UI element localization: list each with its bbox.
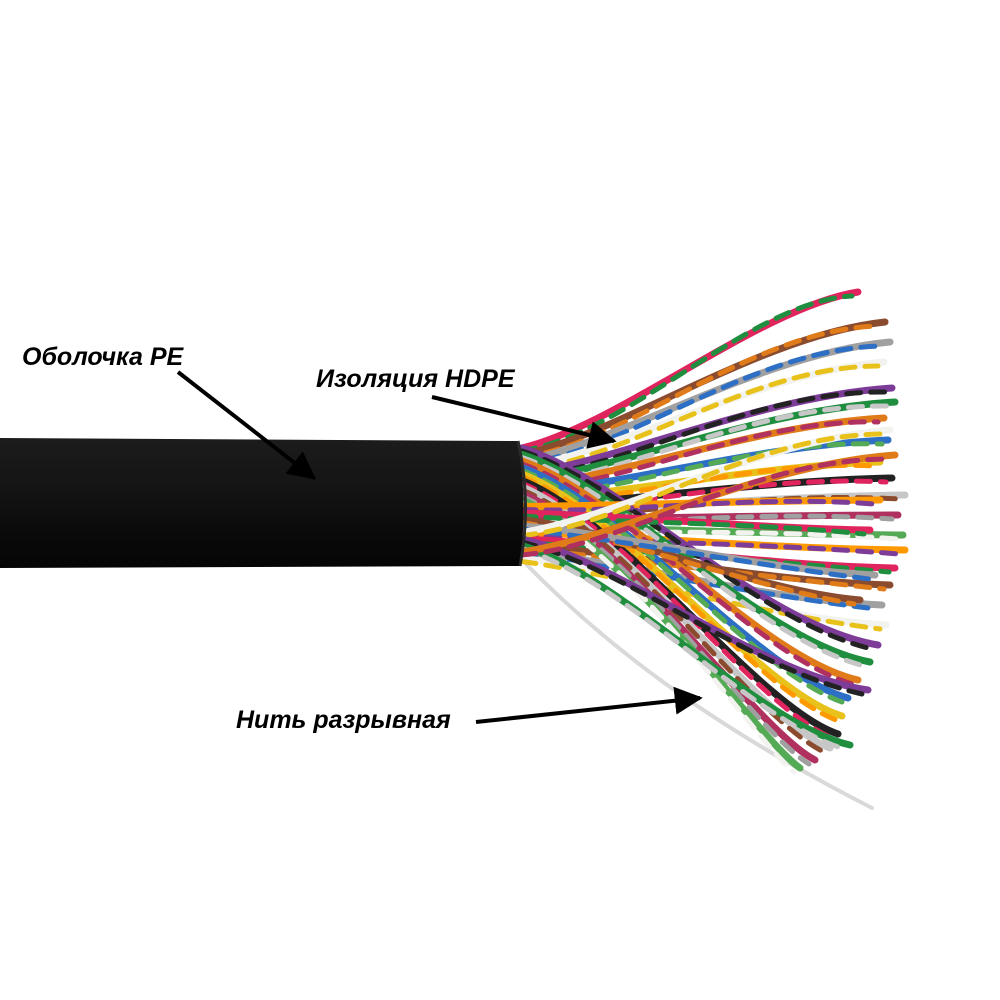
- twisted-pair-wire: [519, 363, 881, 473]
- twisted-pair-wire: [519, 389, 889, 480]
- twisted-pair-wire: [519, 456, 892, 558]
- twisted-pair-wire: [519, 552, 879, 612]
- cable-jacket: [0, 438, 524, 568]
- twisted-pair-wire: [519, 468, 845, 705]
- insulation-label: Изоляция HDPE: [316, 365, 515, 393]
- twisted-pair-wire: [519, 546, 847, 752]
- twisted-pair-wire: [519, 293, 855, 454]
- jacket-end-face: [516, 440, 527, 567]
- twisted-pair-wire: [519, 431, 887, 538]
- twisted-pair-wire: [519, 513, 867, 537]
- twisted-pair-wire: [519, 520, 857, 607]
- wire-bundle: [518, 288, 909, 775]
- ripcord-thread: [520, 558, 874, 810]
- twisted-pair-wire: [519, 526, 872, 582]
- twisted-pair-wire: [519, 461, 855, 687]
- ripcord-arrow: [475, 686, 703, 724]
- sheath-arrow: [176, 370, 317, 480]
- insulation-arrow: [431, 395, 617, 449]
- twisted-pair-wire: [519, 419, 881, 493]
- ripcord-label: Нить разрывная: [236, 706, 451, 734]
- twisted-pair-wire: [519, 478, 889, 513]
- insulated-wire: [518, 535, 872, 694]
- twisted-pair-wire: [519, 441, 885, 499]
- twisted-pair-wire: [519, 403, 892, 486]
- insulated-wire: [518, 288, 862, 452]
- twisted-pair-wire: [519, 526, 900, 542]
- twisted-pair-wire: [519, 539, 865, 697]
- sheath-label: Оболочка PE: [22, 343, 184, 371]
- twisted-pair-wire: [519, 533, 902, 557]
- twisted-pair-wire: [519, 474, 839, 723]
